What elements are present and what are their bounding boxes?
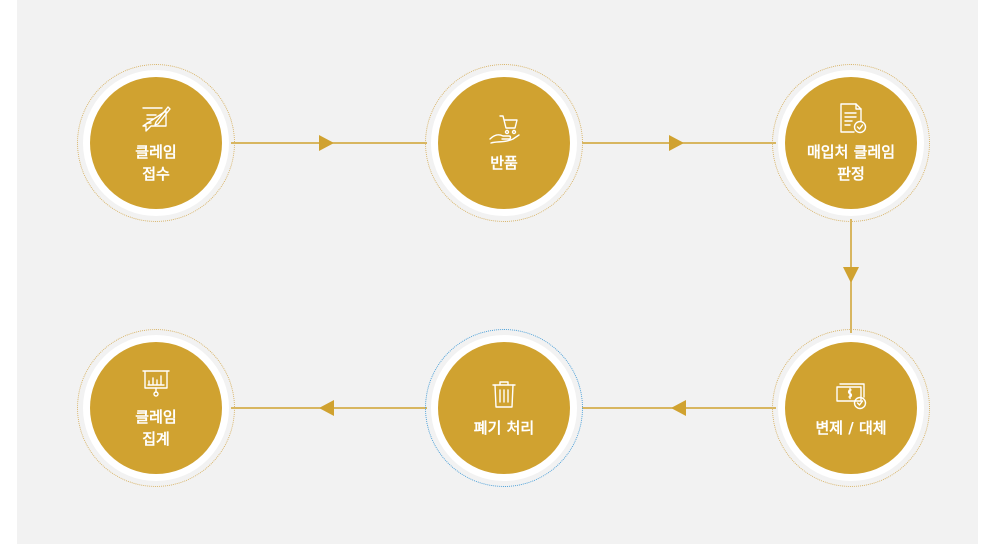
step-disc: 클레임 집계 bbox=[90, 342, 222, 474]
step-label: 변제 / 대체 bbox=[815, 419, 887, 437]
step-disc: 반품 bbox=[438, 77, 570, 209]
step-disc: 변제 / 대체 bbox=[785, 342, 917, 474]
step-claim-intake: 클레임 접수 bbox=[77, 64, 235, 222]
payment-bills-check-icon bbox=[836, 383, 867, 410]
return-cart-hand-icon bbox=[489, 115, 520, 144]
step-vendor-claim-judgment: 매입처 클레임 판정 bbox=[772, 64, 930, 222]
step-disposal: 폐기 처리 bbox=[425, 329, 583, 487]
arrow-left-4 bbox=[671, 400, 686, 416]
document-check-icon bbox=[840, 103, 867, 134]
step-label: 매입처 클레임 판정 bbox=[806, 143, 896, 183]
claim-write-icon bbox=[142, 106, 171, 132]
step-label: 폐기 처리 bbox=[473, 419, 535, 437]
step-label: 클레임 집계 bbox=[135, 408, 177, 448]
arrow-left-5 bbox=[319, 400, 334, 416]
step-claim-aggregation: 클레임 집계 bbox=[77, 329, 235, 487]
arrow-right-1 bbox=[319, 135, 334, 151]
step-label: 클레임 접수 bbox=[135, 143, 177, 183]
trash-bin-icon bbox=[492, 381, 516, 408]
step-label: 반품 bbox=[490, 154, 518, 172]
step-return: 반품 bbox=[425, 64, 583, 222]
presentation-chart-icon bbox=[142, 370, 170, 397]
step-disc: 매입처 클레임 판정 bbox=[785, 77, 917, 209]
step-disc: 폐기 처리 bbox=[438, 342, 570, 474]
arrow-right-2 bbox=[669, 135, 684, 151]
step-disc: 클레임 접수 bbox=[90, 77, 222, 209]
arrow-down-3 bbox=[843, 267, 859, 283]
step-repayment-replacement: 변제 / 대체 bbox=[772, 329, 930, 487]
